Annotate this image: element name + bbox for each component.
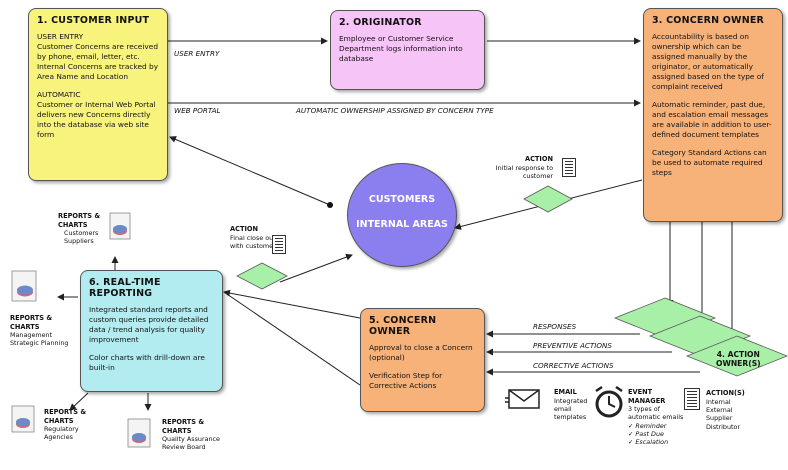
concern-owner-5-p2: Verification Step for Corrective Actions (369, 370, 443, 390)
report-head: REPORTS & (10, 314, 53, 322)
check-icon: ✓ (628, 421, 636, 430)
report-customers-l1: Customers (64, 229, 99, 238)
report-chart-icon (109, 212, 131, 240)
arrow-report-regulatory (69, 392, 89, 411)
report-chart-icon (11, 270, 37, 302)
report-head: REPORTS & (58, 212, 101, 220)
originator-body: Employee or Customer Service Department … (339, 34, 463, 63)
report-quality-l1: Quality Assurance (162, 435, 220, 444)
document-icon (272, 235, 286, 254)
report-management-l1: Management (10, 331, 53, 340)
check-icon: ✓ (628, 438, 636, 447)
report-head: REPORTS & (44, 408, 87, 416)
report-regulatory-l1: Regulatory (44, 425, 79, 434)
actions-recipients-head: ACTION(S) (706, 389, 745, 397)
report-management: REPORTS & CHARTS Management Strategic Pl… (10, 314, 68, 348)
report-head2: CHARTS (44, 416, 74, 425)
recipient-internal: Internal (706, 397, 731, 406)
user-entry-heading: USER ENTRY (37, 32, 84, 41)
email-label: EMAIL Integrated email templates (554, 388, 596, 422)
action-final-head: ACTION (230, 225, 259, 233)
circle-line-2: INTERNAL AREAS (356, 219, 448, 230)
event-manager-head2: MANAGER (628, 396, 666, 405)
report-management-l2: Strategic Planning (10, 339, 69, 348)
report-quality: REPORTS & CHARTS Quality Assurance Revie… (162, 418, 220, 452)
customer-input-title: 1. CUSTOMER INPUT (37, 15, 150, 26)
label-responses: RESPONSES (533, 322, 577, 331)
arrow-circle-input (169, 136, 331, 206)
label-auto-ownership: AUTOMATIC OWNERSHIP ASSIGNED BY CONCERN … (296, 106, 494, 115)
realtime-reporting-box: 6. REAL-TIME REPORTING Integrated standa… (80, 270, 223, 392)
action-final-label: ACTION Final close out with customer (230, 225, 280, 250)
customer-input-box: 1. CUSTOMER INPUT USER ENTRY Customer Co… (28, 8, 168, 181)
action-initial-head: ACTION (524, 155, 553, 163)
event-item-reminder: Reminder (635, 421, 667, 430)
recipient-distributor: Distributor (706, 422, 741, 431)
automatic-heading: AUTOMATIC (37, 89, 81, 99)
action-owner-line1: 4. ACTION (716, 350, 760, 359)
concern-owner-3-p1: Accountability is based on ownership whi… (652, 32, 764, 91)
report-head2: CHARTS (58, 220, 88, 229)
originator-box: 2. ORIGINATOR Employee or Customer Servi… (330, 10, 485, 90)
concern-owner-3-p3: Category Standard Actions can be used to… (652, 147, 767, 177)
event-item-escalation: Escalation (635, 438, 669, 447)
label-web-portal: WEB PORTAL (174, 106, 221, 115)
label-corrective: CORRECTIVE ACTIONS (533, 361, 614, 370)
customers-internal-circle: CUSTOMERS INTERNAL AREAS (347, 163, 457, 267)
originator-title: 2. ORIGINATOR (339, 17, 422, 28)
document-icon (684, 388, 700, 410)
event-manager-label: EVENT MANAGER 3 types of automatic email… (628, 388, 688, 447)
action-initial-label: ACTION Initial response to customer (493, 155, 553, 180)
label-preventive: PREVENTIVE ACTIONS (533, 341, 612, 350)
arrow-owner5-realtime (223, 289, 361, 319)
realtime-title: 6. REAL-TIME REPORTING (89, 277, 161, 299)
report-regulatory-l2: Agencies (44, 433, 73, 442)
event-item-past-due: Past Due (635, 430, 664, 439)
line-owner5-realtime (223, 291, 361, 386)
arrow-final-circle (279, 253, 353, 283)
event-manager-body: 3 types of automatic emails (628, 405, 684, 422)
report-quality-l2: Review Board (162, 443, 206, 452)
action-owner-label: 4. ACTION OWNER(S) (716, 350, 761, 369)
action-initial-body: Initial response to customer (495, 163, 553, 180)
report-customers: REPORTS & CHARTS Customers Suppliers (58, 212, 100, 246)
action-final-body: Final close out with customer (230, 233, 276, 250)
realtime-p1: Integrated standard reports and custom q… (89, 305, 209, 344)
email-icon (505, 389, 540, 409)
concern-owner-3-p2: Automatic reminder, past due, and escala… (652, 99, 772, 139)
concern-owner-5-box: 5. CONCERN OWNER Approval to close a Con… (360, 308, 485, 412)
diamond-initial-action (523, 185, 573, 213)
report-chart-icon (11, 405, 35, 433)
concern-owner-5-title: 5. CONCERN OWNER (369, 315, 437, 337)
action-owner-line2: OWNER(S) (716, 359, 761, 369)
concern-owner-3-box: 3. CONCERN OWNER Accountability is based… (643, 8, 783, 222)
realtime-p2: Color charts with drill-down are built-i… (89, 352, 205, 372)
document-icon (562, 158, 576, 177)
report-regulatory: REPORTS & CHARTS Regulatory Agencies (44, 408, 86, 442)
recipient-supplier: Supplier (706, 414, 733, 423)
report-head2: CHARTS (10, 322, 40, 331)
actions-recipients-label: ACTION(S) Internal External Supplier Dis… (706, 389, 745, 431)
recipient-external: External (706, 405, 733, 414)
circle-line-1: CUSTOMERS (368, 194, 436, 205)
concern-owner-5-p1: Approval to close a Concern (optional) (369, 343, 473, 362)
email-head: EMAIL (554, 388, 577, 396)
report-customers-l2: Suppliers (64, 237, 94, 246)
user-entry-body: Customer Concerns are received by phone,… (37, 41, 159, 81)
report-head: REPORTS & (162, 418, 205, 426)
alarm-clock-icon (595, 385, 623, 418)
label-user-entry: USER ENTRY (174, 49, 220, 58)
dot-marker (327, 202, 333, 208)
report-head2: CHARTS (162, 426, 192, 435)
report-chart-icon (127, 418, 151, 448)
concern-owner-3-title: 3. CONCERN OWNER (652, 15, 765, 26)
diamond-action-owner-3 (685, 335, 788, 377)
email-body: Integrated email templates (554, 396, 588, 422)
check-icon: ✓ (628, 430, 636, 439)
automatic-body: Customer or Internal Web Portal delivers… (37, 99, 156, 139)
event-manager-head: EVENT (628, 388, 653, 396)
diamond-final-action (236, 262, 288, 290)
